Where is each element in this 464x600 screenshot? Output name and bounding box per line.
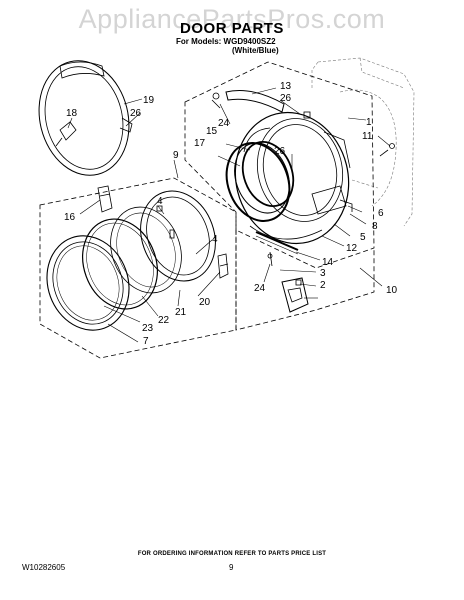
callout-21: 21 xyxy=(175,307,187,318)
document-number: W10282605 xyxy=(22,563,66,572)
screw-24-bottom xyxy=(267,251,273,267)
callout-11: 11 xyxy=(362,131,373,142)
callout-15: 15 xyxy=(206,126,218,137)
outer-door-ring xyxy=(38,60,133,176)
watermark: AppliancePartsPros.com xyxy=(78,4,386,34)
group-box-10 xyxy=(184,61,375,269)
hinge-screw-18 xyxy=(55,121,77,147)
callout-3: 3 xyxy=(320,268,326,279)
callout-2: 2 xyxy=(320,280,326,291)
callout-24-top: 24 xyxy=(218,118,230,129)
variant-label: (White/Blue) xyxy=(232,46,279,55)
callout-10: 10 xyxy=(386,285,398,296)
callout-14: 14 xyxy=(322,257,334,268)
callout-24-bottom: 24 xyxy=(254,283,266,294)
door-glass xyxy=(110,206,182,294)
door-gasket xyxy=(82,218,158,310)
screw-24-top xyxy=(211,99,221,109)
wire-rod xyxy=(255,231,299,255)
cabinet-outline xyxy=(311,57,415,227)
lint-housing xyxy=(311,185,353,215)
inner-door-frame xyxy=(140,190,216,282)
models-line: For Models: WGD9400SZ2 xyxy=(176,37,276,46)
top-bracket xyxy=(212,90,285,113)
callout-20: 20 xyxy=(199,297,211,308)
page-title: DOOR PARTS xyxy=(180,20,284,37)
callout-numbers: 19 26 18 9 16 4 4 20 21 22 23 7 13 26 24… xyxy=(64,81,398,347)
front-seal xyxy=(225,141,295,222)
door-latch xyxy=(281,277,309,313)
ordering-note: FOR ORDERING INFORMATION REFER TO PARTS … xyxy=(137,551,327,557)
front-trim-ring xyxy=(46,235,130,331)
door-hinge xyxy=(97,185,113,213)
callout-23: 23 xyxy=(142,323,154,334)
callout-26-mid: 26 xyxy=(274,146,286,157)
callout-18: 18 xyxy=(66,108,78,119)
callout-12: 12 xyxy=(346,243,358,254)
callout-22: 22 xyxy=(158,315,170,326)
door-strike xyxy=(217,253,229,279)
callout-26-left: 26 xyxy=(130,108,142,119)
callout-19: 19 xyxy=(143,95,155,106)
callout-1: 1 xyxy=(366,117,372,128)
callout-4-right: 4 xyxy=(212,234,218,245)
callout-8: 8 xyxy=(372,221,378,232)
callout-26-top: 26 xyxy=(280,93,292,104)
callout-5: 5 xyxy=(360,232,366,243)
callout-7: 7 xyxy=(143,336,149,347)
screw-26-right xyxy=(303,111,395,157)
group-box-9 xyxy=(39,177,237,359)
callout-6: 6 xyxy=(378,208,384,219)
callout-17: 17 xyxy=(194,138,206,149)
callout-16: 16 xyxy=(64,212,76,223)
front-bulkhead xyxy=(234,111,351,245)
callout-13: 13 xyxy=(280,81,292,92)
drum-seal xyxy=(256,118,344,222)
callout-4-left: 4 xyxy=(157,196,163,207)
page-number: 9 xyxy=(229,563,234,572)
callout-9: 9 xyxy=(173,150,179,161)
leader-lines xyxy=(67,87,391,343)
